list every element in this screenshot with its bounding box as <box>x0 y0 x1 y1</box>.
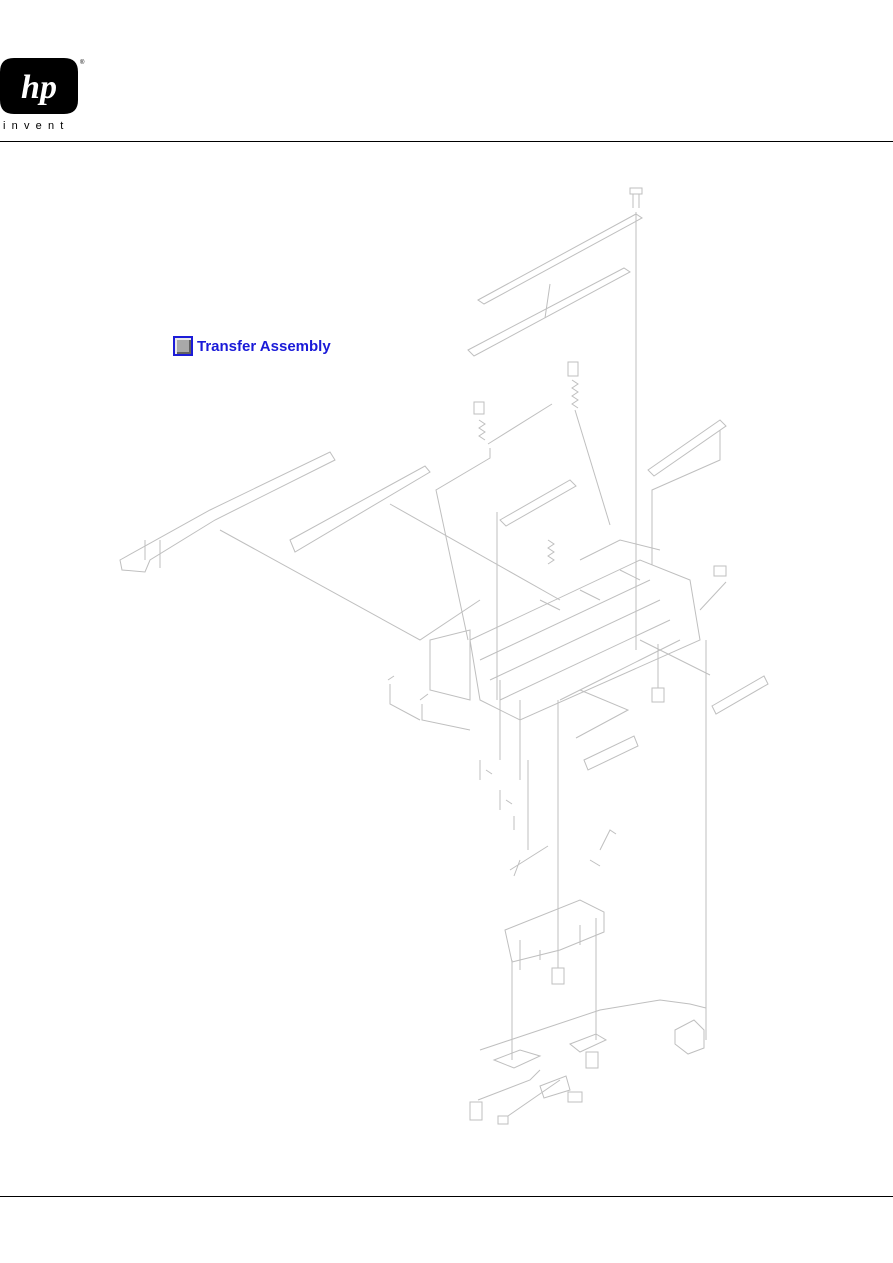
transfer-assembly-label: Transfer Assembly <box>197 337 331 355</box>
right-guide-part <box>711 675 769 715</box>
clip-part <box>713 565 727 577</box>
spring-part <box>567 361 611 526</box>
bottom-plate-part <box>539 1075 571 1099</box>
footer-divider <box>0 1196 893 1197</box>
top-rail-part <box>477 213 643 305</box>
page-header: hp ® invent <box>0 0 893 142</box>
bottom-screw <box>585 1051 599 1069</box>
leader-line <box>477 1069 561 1117</box>
tagline: invent <box>3 120 70 132</box>
leader-line <box>479 999 707 1051</box>
small-lever-part <box>589 829 617 867</box>
left-frame-detail <box>144 540 161 568</box>
lower-screw <box>551 967 565 985</box>
right-rail-part <box>647 419 727 477</box>
hp-logo-text: hp <box>21 69 57 106</box>
leader-line <box>219 529 481 641</box>
transfer-assembly-link[interactable]: Transfer Assembly <box>173 336 331 356</box>
mid-rail-part <box>499 479 577 527</box>
bottom-plate-part <box>492 1049 542 1069</box>
upper-plate-part <box>467 267 631 357</box>
bottom-plate-part <box>569 1033 608 1053</box>
registered-mark: ® <box>80 60 85 66</box>
exploded-parts-diagram <box>119 187 769 1125</box>
lower-bracket-part <box>504 899 605 970</box>
clip-part <box>651 687 665 703</box>
small-lever-part <box>509 845 549 877</box>
small-lever-part <box>387 675 421 721</box>
left-rail-part <box>289 465 431 553</box>
top-screw <box>629 187 643 208</box>
hp-logo: hp <box>0 58 78 114</box>
leader-line <box>651 430 721 565</box>
small-lever-part <box>419 693 471 731</box>
transfer-assembly-body <box>429 539 701 780</box>
corner-part <box>674 1019 705 1055</box>
hp-logo-mark: hp <box>0 58 78 114</box>
clip-part <box>497 1115 509 1125</box>
spring-part <box>435 401 553 641</box>
bottom-screw <box>469 1101 483 1121</box>
leader-line <box>575 689 630 739</box>
leader-line <box>544 283 551 319</box>
leader-line <box>389 503 561 601</box>
spring-part <box>547 539 555 565</box>
header-divider <box>0 141 893 142</box>
bottom-screw <box>567 1091 583 1103</box>
small-lever-part <box>479 760 515 830</box>
lower-guide-part <box>583 735 639 771</box>
leader-line <box>639 639 711 676</box>
hotspot-button-icon <box>173 336 193 356</box>
left-frame-part <box>119 451 336 573</box>
leader-line <box>699 581 727 611</box>
